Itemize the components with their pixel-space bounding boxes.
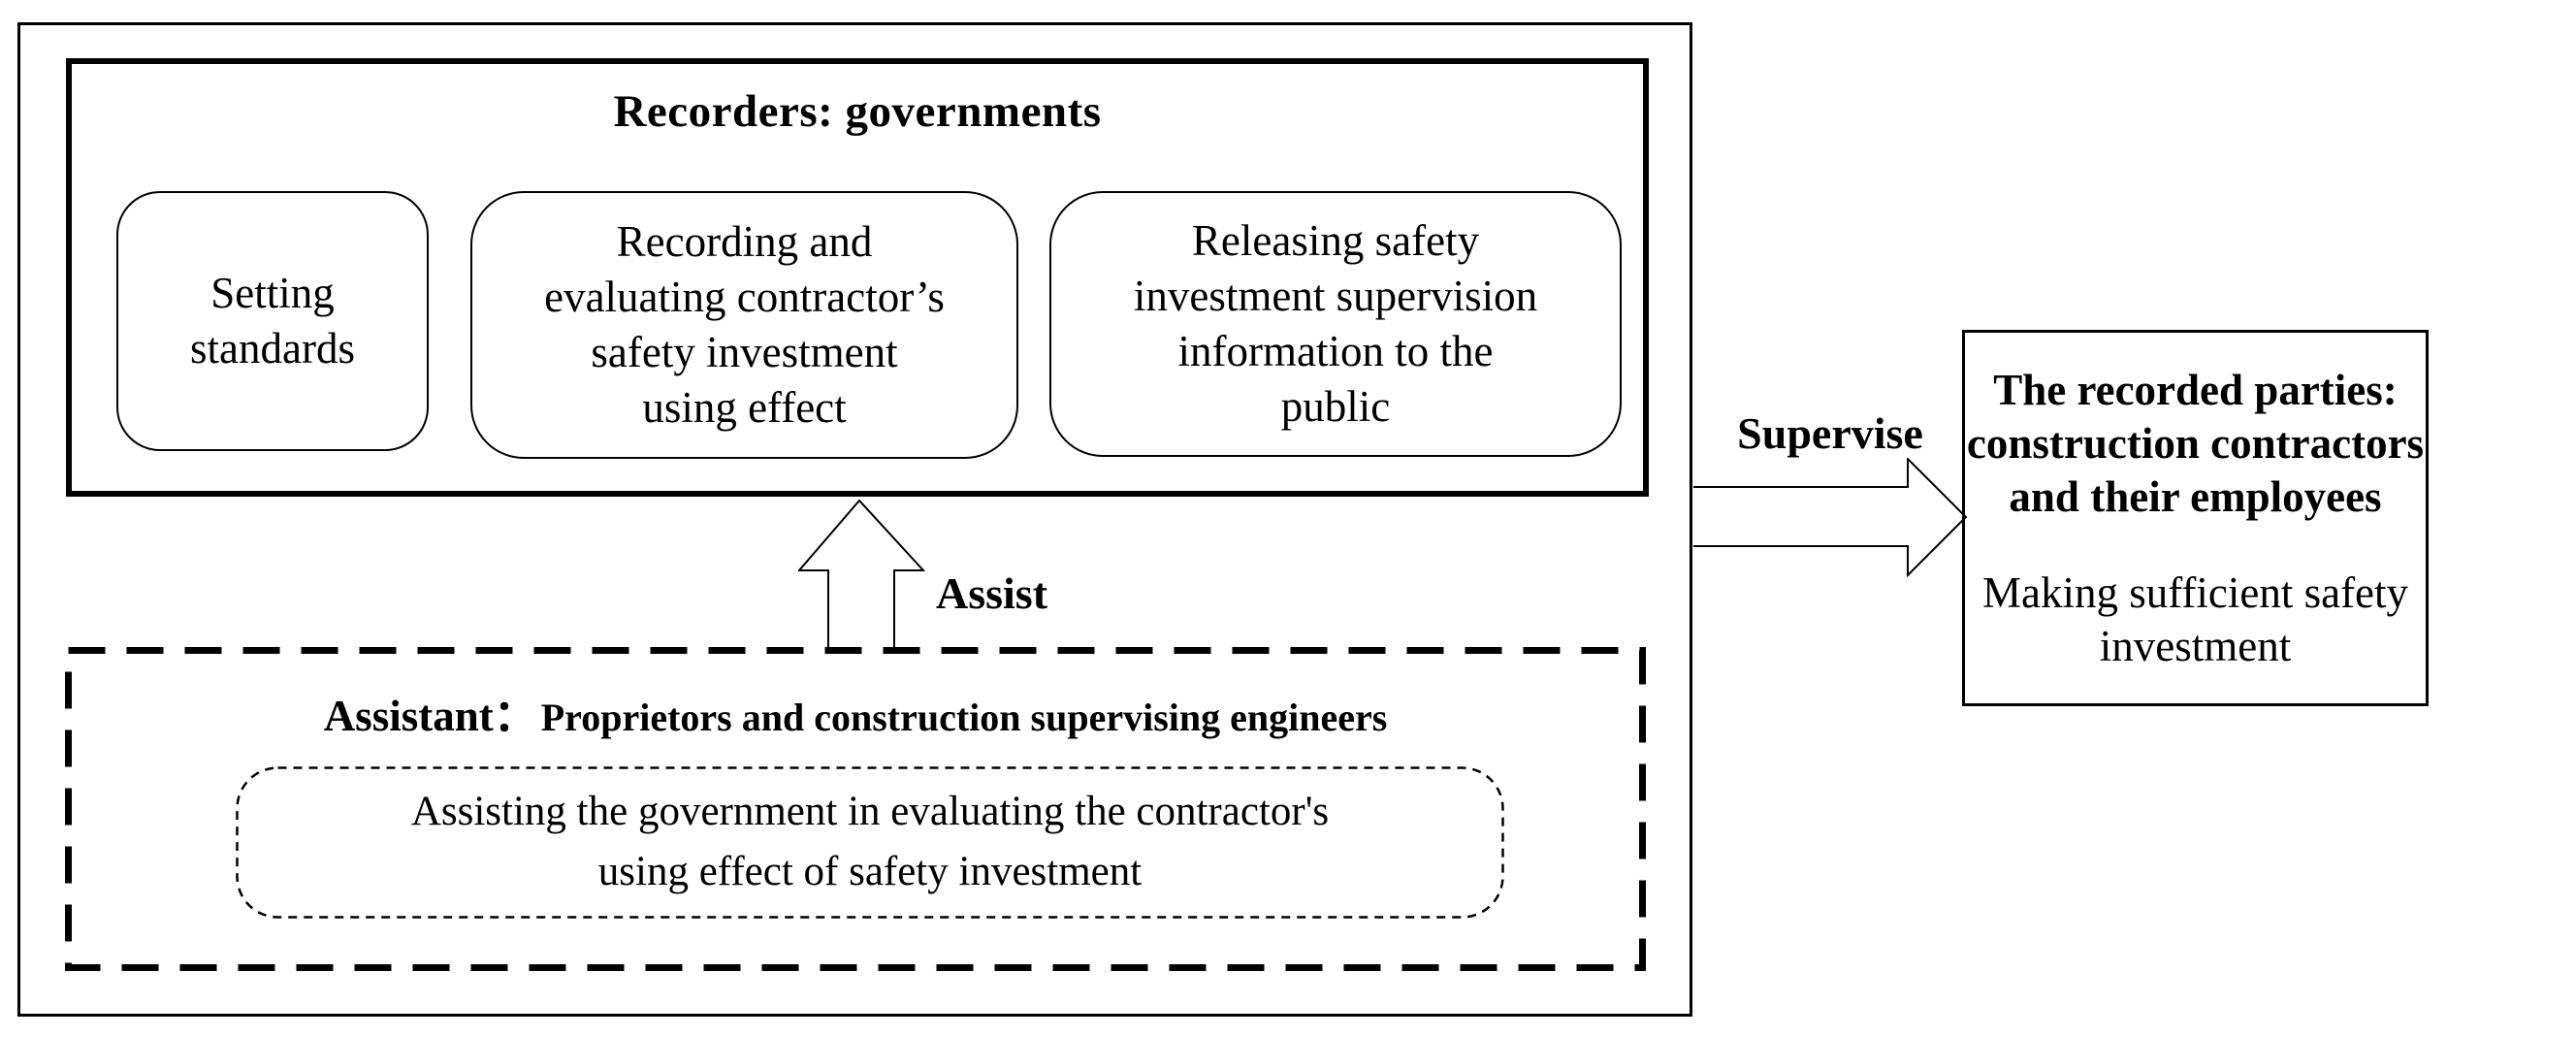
assistant-task-lines: Assisting the government in evaluating t… xyxy=(410,789,1330,894)
assistant-box-border xyxy=(65,647,1646,971)
assist-up-arrow-icon xyxy=(798,499,925,651)
recorded-parties-heading: The recorded parties:construction contra… xyxy=(1966,365,2425,521)
supervisors-group-box xyxy=(17,22,1692,1017)
supervise-right-arrow-icon xyxy=(1693,458,1968,577)
assist-arrow-label: Assist xyxy=(936,568,1048,618)
recorders-title: Recorders: governments xyxy=(613,86,1102,137)
supervise-arrow-label: Supervise xyxy=(1737,408,1923,458)
assistant-heading: Assistant： Proprietors and construction … xyxy=(68,680,1643,743)
recorded-parties-box: The recorded parties:construction contra… xyxy=(1962,330,2429,706)
assistant-members-label: Proprietors and construction supervising… xyxy=(540,696,1388,739)
assistant-role-label: Assistant： xyxy=(323,692,537,740)
assistant-task-box-border xyxy=(236,766,1504,919)
assistant-task-text: Assisting the government in evaluating t… xyxy=(238,768,1502,916)
